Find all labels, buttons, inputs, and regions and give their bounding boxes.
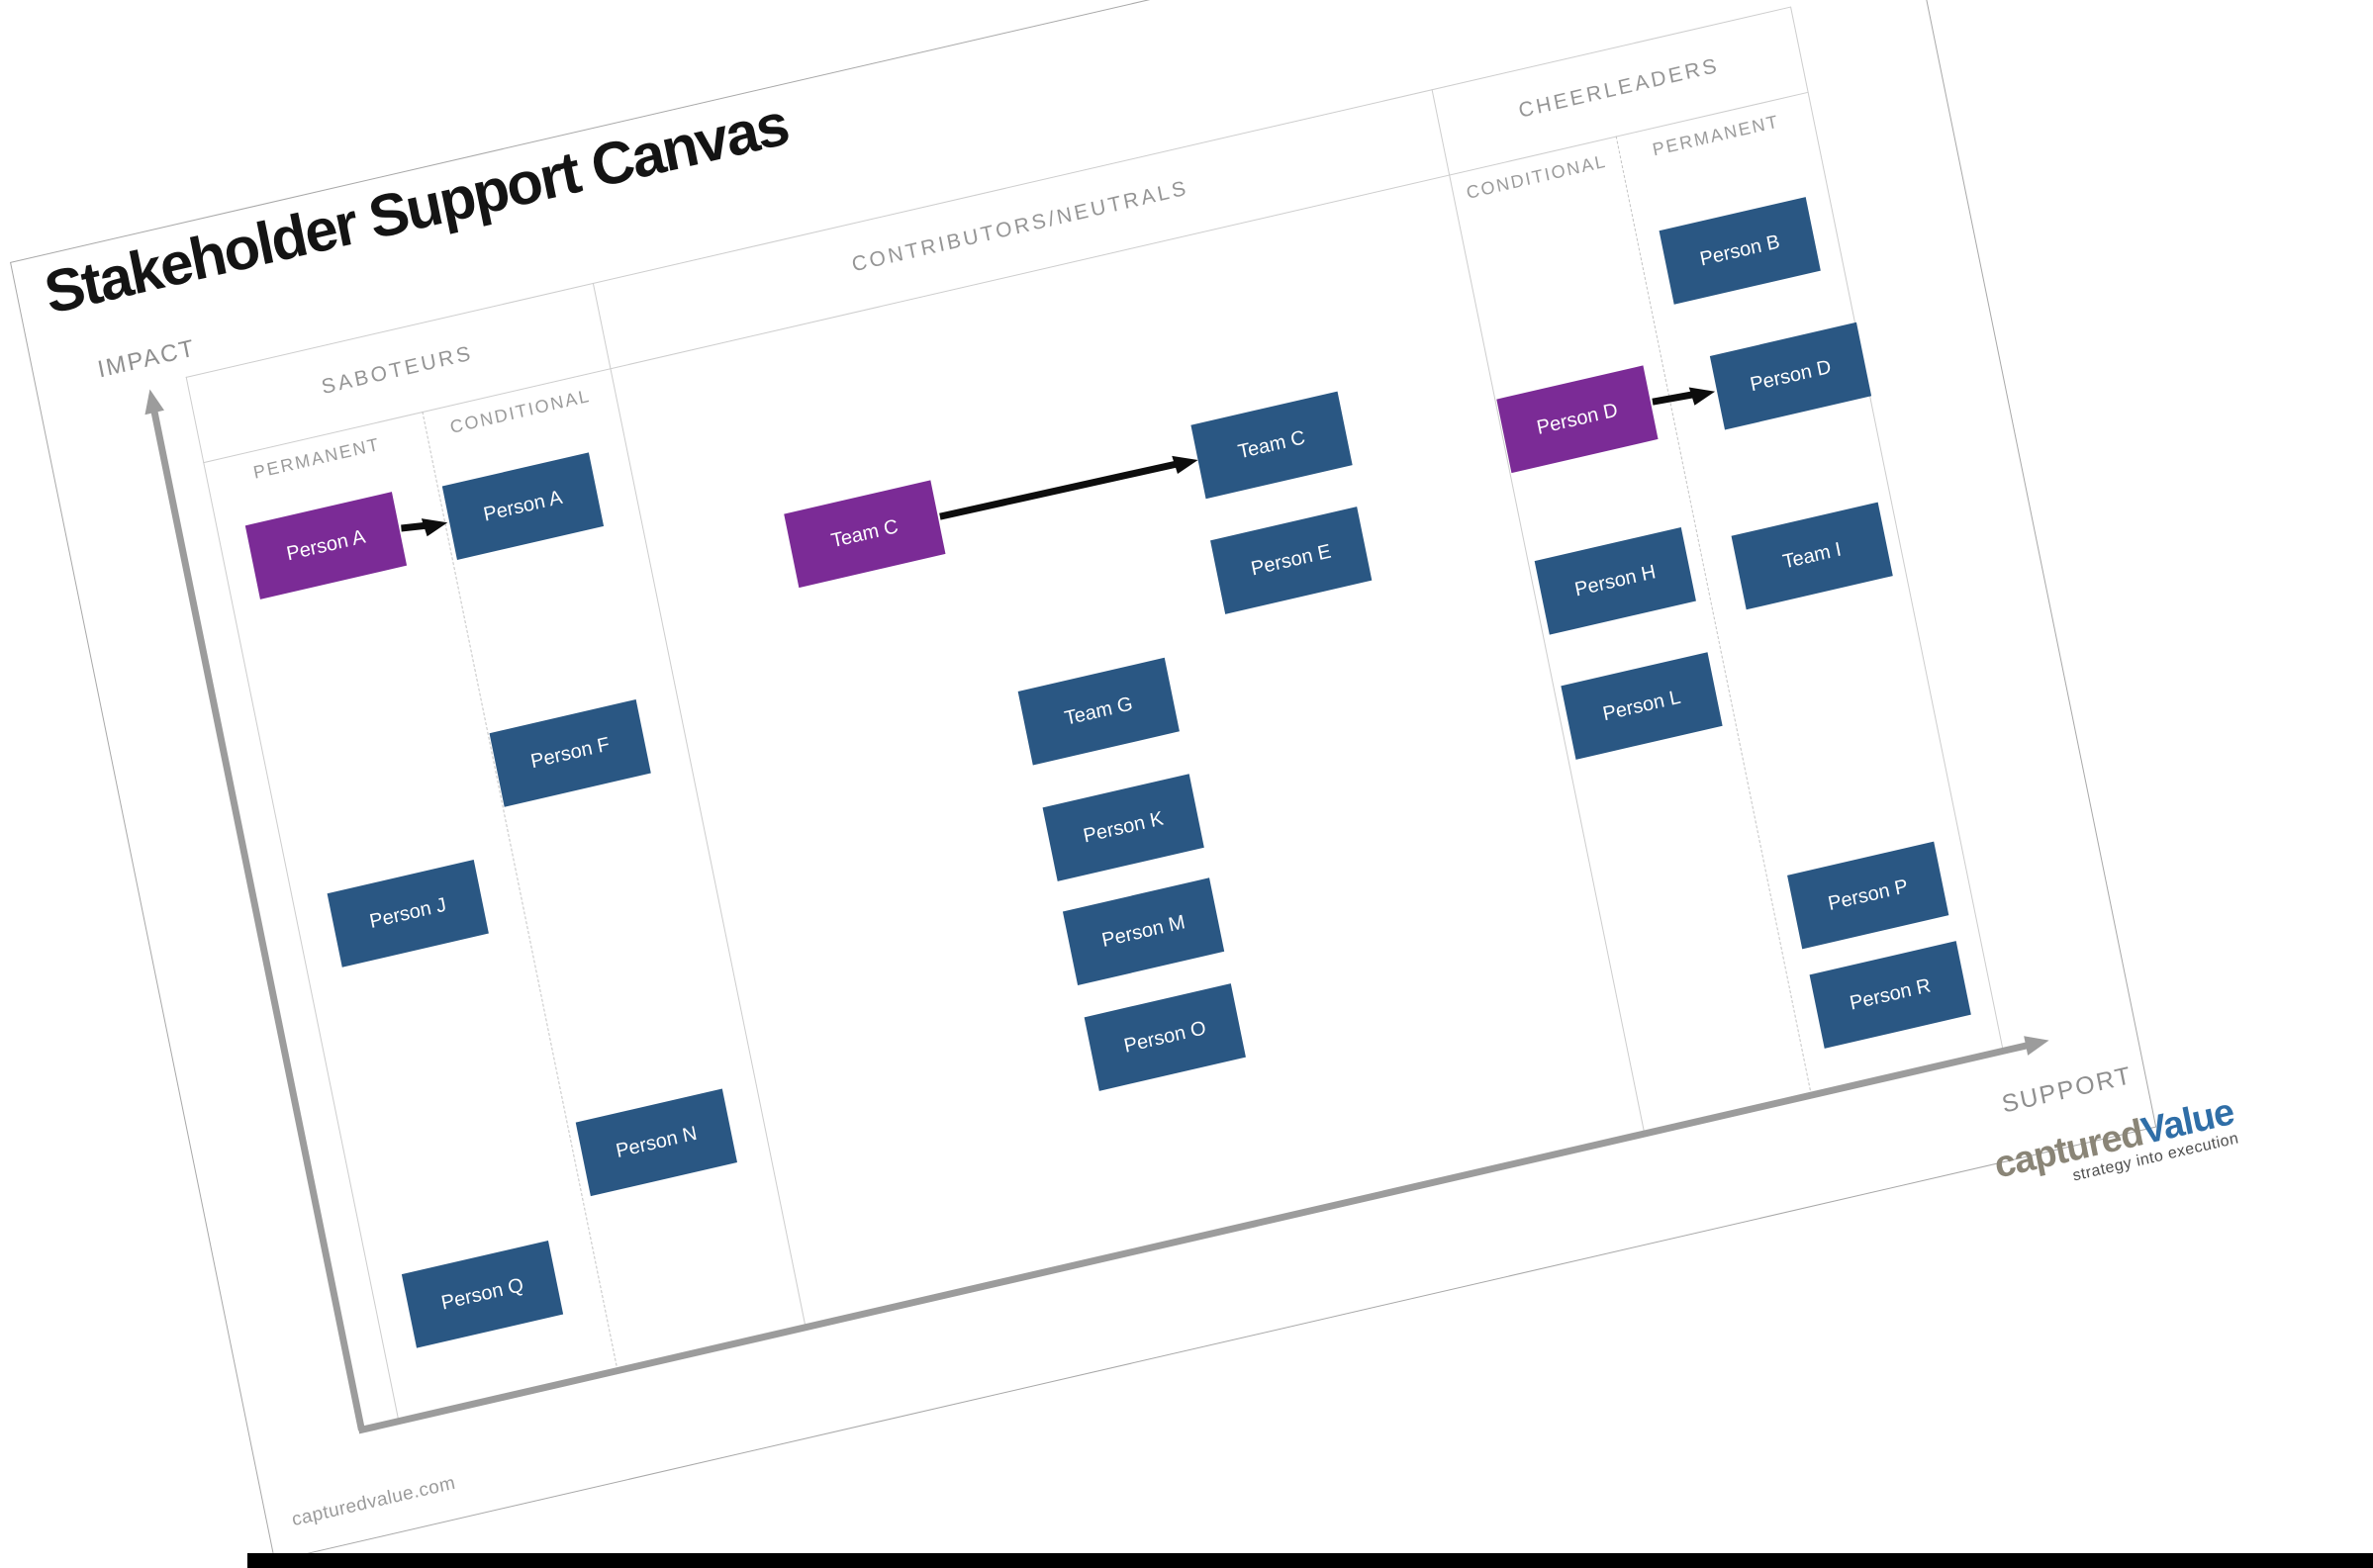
impact-arrow-icon: [144, 389, 164, 415]
stakeholder-box-person-m: Person M: [1062, 877, 1225, 985]
support-axis-line: [357, 1041, 2031, 1434]
page-title: Stakeholder Support Canvas: [39, 90, 794, 327]
stakeholder-box-team-g: Team G: [1017, 657, 1180, 766]
stakeholder-box-person-l: Person L: [1561, 652, 1723, 760]
stakeholder-box-team-c-origin: Team C: [784, 480, 946, 589]
footer-website-url: capturedvalue.com: [290, 1472, 458, 1531]
stakeholder-box-team-c-target: Team C: [1190, 391, 1353, 500]
stakeholder-box-person-d-origin: Person D: [1496, 365, 1659, 474]
support-axis-label: SUPPORT: [1999, 1061, 2136, 1119]
stakeholder-box-person-k: Person K: [1042, 774, 1204, 881]
stakeholder-box-person-a-origin: Person A: [244, 492, 408, 600]
stakeholder-box-person-b: Person B: [1659, 197, 1821, 305]
subheader-cheerleaders-conditional: CONDITIONAL: [1465, 150, 1609, 203]
subheader-saboteurs-permanent: PERMANENT: [251, 433, 382, 483]
stakeholder-box-person-p: Person P: [1787, 841, 1949, 950]
stakeholder-box-person-j: Person J: [327, 860, 489, 968]
stakeholder-box-team-i: Team I: [1731, 502, 1893, 610]
impact-axis-label: IMPACT: [95, 334, 199, 384]
canvas-page: Stakeholder Support Canvas IMPACT SUPPOR…: [10, 0, 2240, 1562]
support-arrow-icon: [2024, 1036, 2049, 1056]
stakeholder-box-person-q: Person Q: [401, 1240, 564, 1348]
stakeholder-box-person-d-target: Person D: [1709, 322, 1872, 430]
stakeholder-box-person-f: Person F: [489, 699, 651, 807]
arrow-person-a-line: [401, 521, 427, 532]
captured-value-logo: capturedValue strategy into execution: [1940, 1091, 2240, 1213]
bottom-dark-strip: [247, 1553, 2373, 1568]
stakeholder-box-person-o: Person O: [1084, 983, 1246, 1091]
stakeholder-box-person-e: Person E: [1210, 507, 1373, 614]
stakeholder-box-person-a-target: Person A: [441, 452, 605, 561]
stakeholder-box-person-n: Person N: [575, 1088, 737, 1197]
arrow-person-d-head-icon: [1688, 387, 1716, 406]
arrow-person-d-line: [1652, 391, 1694, 406]
arrow-team-c-head-icon: [1172, 455, 1198, 475]
stakeholder-box-person-r: Person R: [1809, 941, 1971, 1049]
stakeholder-box-person-h: Person H: [1534, 526, 1696, 635]
arrow-team-c-line: [939, 460, 1178, 520]
